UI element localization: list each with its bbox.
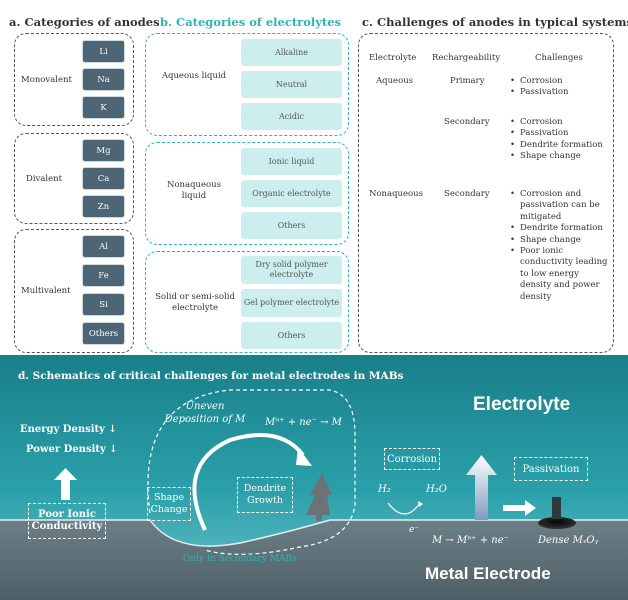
row-rechargeability: Primary [450,76,485,86]
anode-fe: Fe [82,264,125,287]
group-label: Aqueous liquid [161,71,227,81]
challenges-title: c. Challenges of anodes in typical syste… [362,15,628,29]
nonaqueous-group: Nonaqueous liquid Ionic liquid Organic e… [145,142,349,245]
divalent-group: Divalent Mg Ca Zn [14,133,134,224]
electrolyte-label: Electrolyte [473,394,571,415]
header-challenges: Challenges [535,53,583,63]
header-rechargeability: Rechargeability [432,53,501,63]
challenge-item: Shape change [510,235,610,247]
energy-density-label: Energy Density ↓ [20,424,117,435]
anodes-title: a. Categories of anodes [9,15,160,29]
electrolyte-gel-polymer: Gel polymer electrolyte [241,289,342,317]
dendrite-growth-box: Dendrite Growth [237,477,293,513]
challenge-item: Passivation [510,87,610,99]
anode-k: K [82,96,125,119]
anode-mg: Mg [82,139,125,162]
anode-li: Li [82,40,125,63]
electrolyte-acidic: Acidic [241,103,342,130]
challenge-list: Corrosion Passivation [510,76,610,99]
challenge-item: Dendrite formation [510,140,610,152]
oxide-layer [552,497,561,519]
group-label: Nonaqueous liquid [167,180,221,201]
anode-al: Al [82,235,125,258]
dendrite-shape [306,473,332,515]
challenge-item: Poor ionic conductivity leading to low e… [510,246,610,303]
electrolyte-neutral: Neutral [241,71,342,98]
schematic-title: d. Schematics of critical challenges for… [18,370,404,382]
electrolyte-organic: Organic electrolyte [241,180,342,207]
electrolyte-alkaline: Alkaline [241,39,342,66]
row-rechargeability: Secondary [444,189,490,199]
electrolytes-title: b. Categories of electrolytes [160,15,342,29]
shape-change-box: Shape Change [147,487,191,521]
up-arrow [54,468,77,500]
challenge-item: Shape change [510,151,610,163]
oxidation-reaction: M → Mⁿ⁺ + ne⁻ [432,535,509,546]
challenge-list: Corrosion and passivation can be mitigat… [510,189,610,303]
electrolyte-dry-polymer: Dry solid polymer electrolyte [241,256,342,284]
anode-na: Na [82,68,125,91]
row-rechargeability: Secondary [444,117,490,127]
anode-si: Si [82,293,125,316]
challenge-list: Corrosion Passivation Dendrite formation… [510,117,610,163]
deposition-arrow [192,433,305,531]
schematic-panel: d. Schematics of critical challenges for… [0,355,628,600]
electron-label: e⁻ [409,525,420,535]
h2-label: H₂ [378,484,391,495]
group-label: Solid or semi-solid electrolyte [155,292,235,313]
corrosion-cycle-arrow [387,502,421,515]
electrolyte-ionic-liquid: Ionic liquid [241,148,342,175]
row-electrolyte: Nonaqueous [369,189,423,199]
corrosion-arrowhead [418,501,423,507]
oxide-pit [538,517,576,529]
passivation-box: Passivation [514,457,588,481]
passivation-arrow [503,500,536,516]
row-electrolyte: Aqueous [376,76,414,86]
anode-zn: Zn [82,195,125,218]
schematic-svg [0,355,628,600]
group-label: Monovalent [21,75,72,85]
challenges-table: Electrolyte Rechargeability Challenges A… [358,33,614,353]
group-label: Divalent [26,174,63,184]
dendrite-trunk [316,513,322,521]
challenge-item: Corrosion [510,117,610,129]
challenge-item: Passivation [510,128,610,140]
aqueous-group: Aqueous liquid Alkaline Neutral Acidic [145,33,349,136]
challenge-item: Corrosion [510,76,610,88]
metal-electrode-label: Metal Electrode [425,564,551,583]
deposition-arrowhead [296,447,312,466]
corrosion-box: Corrosion [384,448,440,470]
h2o-label: H₂O [426,484,447,495]
dense-oxide-label: Dense MₓOᵧ [538,535,599,546]
solid-group: Solid or semi-solid electrolyte Dry soli… [145,251,349,353]
group-label: Multivalent [21,286,71,296]
challenge-item: Corrosion and passivation can be mitigat… [510,189,610,223]
poor-ionic-conductivity-box: Poor Ionic Conductivity [28,503,106,539]
uneven-deposition-label: Uneven Deposition of M [164,401,246,425]
anode-ca: Ca [82,167,125,190]
deposition-reaction: Mⁿ⁺ + ne⁻ → M [265,417,342,428]
ion-dissolution-arrow [466,455,497,520]
monovalent-group: Monovalent Li Na K [14,33,134,126]
electrolyte-others: Others [241,212,342,239]
multivalent-group: Multivalent Al Fe Si Others [14,229,134,353]
secondary-only-note: Only in Secondary MABs [183,554,297,564]
anode-others: Others [82,322,125,345]
challenge-item: Dendrite formation [510,223,610,235]
power-density-label: Power Density ↓ [26,444,118,455]
metal-electrode-region [0,520,628,600]
header-electrolyte: Electrolyte [369,53,417,63]
electrolyte-others: Others [241,322,342,349]
secondary-region-outline [147,389,356,555]
electrode-surface [0,519,628,547]
